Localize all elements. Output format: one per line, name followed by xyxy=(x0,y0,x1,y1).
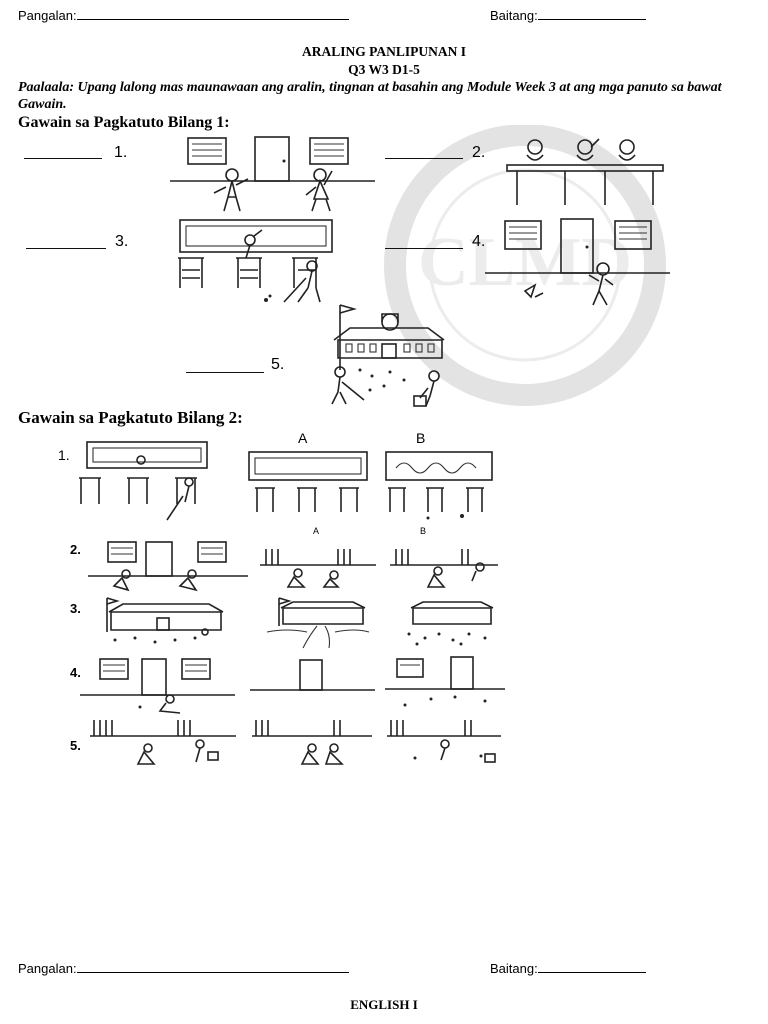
name-label: Pangalan: xyxy=(18,961,77,976)
svg-text:CLMD: CLMD xyxy=(418,224,632,301)
name-line[interactable] xyxy=(76,971,349,973)
act2-row3-picture xyxy=(106,597,224,644)
item-number: 5. xyxy=(70,738,81,753)
picture-4-child-littering xyxy=(485,218,670,306)
grade-line[interactable] xyxy=(537,971,646,973)
act2-row1-choice-a xyxy=(248,451,368,512)
choice-a-label-small: A xyxy=(313,526,320,536)
next-subject-title: ENGLISH I xyxy=(350,997,418,1012)
grade-line[interactable] xyxy=(537,18,646,20)
choice-b-label-small: B xyxy=(420,526,427,536)
next-page-name-field: Pangalan: xyxy=(18,961,349,976)
answer-blank-2[interactable] xyxy=(385,158,463,159)
item-number: 4. xyxy=(70,665,81,680)
week-title: Q3 W3 D1-5 xyxy=(348,62,420,77)
act2-row5-picture xyxy=(90,720,236,765)
act2-row5-choice-b xyxy=(387,720,501,763)
act2-row5-choice-a xyxy=(252,720,372,765)
act2-row3-choice-b xyxy=(407,601,494,646)
answer-blank-1[interactable] xyxy=(24,158,102,159)
grade-label: Baitang: xyxy=(490,961,538,976)
item-number: 1. xyxy=(114,144,128,161)
act2-row4-picture xyxy=(80,658,235,714)
item-number: 3. xyxy=(70,601,81,616)
watermark-seal-icon: CLMD xyxy=(384,125,666,406)
next-page-grade-field: Baitang: xyxy=(490,961,646,976)
name-label: Pangalan: xyxy=(18,8,77,23)
activity2-heading: Gawain sa Pagkatuto Bilang 2: xyxy=(18,408,243,427)
picture-3-classroom-sweeping xyxy=(178,219,333,303)
choice-a-label: A xyxy=(298,430,308,446)
item-number: 2. xyxy=(70,542,81,557)
name-field: Pangalan: xyxy=(18,8,349,23)
subject-title: ARALING PANLIPUNAN I xyxy=(301,44,466,59)
item-number: 2. xyxy=(472,144,486,161)
answer-blank-4[interactable] xyxy=(385,248,463,249)
act2-row4-choice-a xyxy=(250,659,375,691)
item-number: 1. xyxy=(58,447,70,463)
grade-label: Baitang: xyxy=(490,8,538,23)
act2-row1-choice-b xyxy=(385,451,493,520)
picture-5-school-cleaning xyxy=(331,304,445,407)
act2-row2-choice-b xyxy=(390,549,498,588)
item-number: 3. xyxy=(115,233,129,250)
picture-2-children-at-desks xyxy=(506,138,664,205)
choice-b-label: B xyxy=(416,430,426,446)
grade-field: Baitang: xyxy=(490,8,646,23)
picture-1-classroom-wall xyxy=(170,136,375,212)
act2-row4-choice-b xyxy=(385,656,505,707)
activity1-heading: Gawain sa Pagkatuto Bilang 1: xyxy=(18,114,230,131)
answer-blank-3[interactable] xyxy=(26,248,106,249)
act2-row3-choice-a xyxy=(266,597,370,649)
act2-row1-picture xyxy=(79,441,208,521)
reminder-note: Paalaala: Upang lalong mas maunawaan ang… xyxy=(18,80,722,112)
act2-row2-picture xyxy=(88,541,248,592)
act2-row2-choice-a xyxy=(260,549,376,588)
item-number: 5. xyxy=(271,356,285,373)
answer-blank-5[interactable] xyxy=(186,372,264,373)
name-line[interactable] xyxy=(76,18,349,20)
item-number: 4. xyxy=(472,233,486,250)
